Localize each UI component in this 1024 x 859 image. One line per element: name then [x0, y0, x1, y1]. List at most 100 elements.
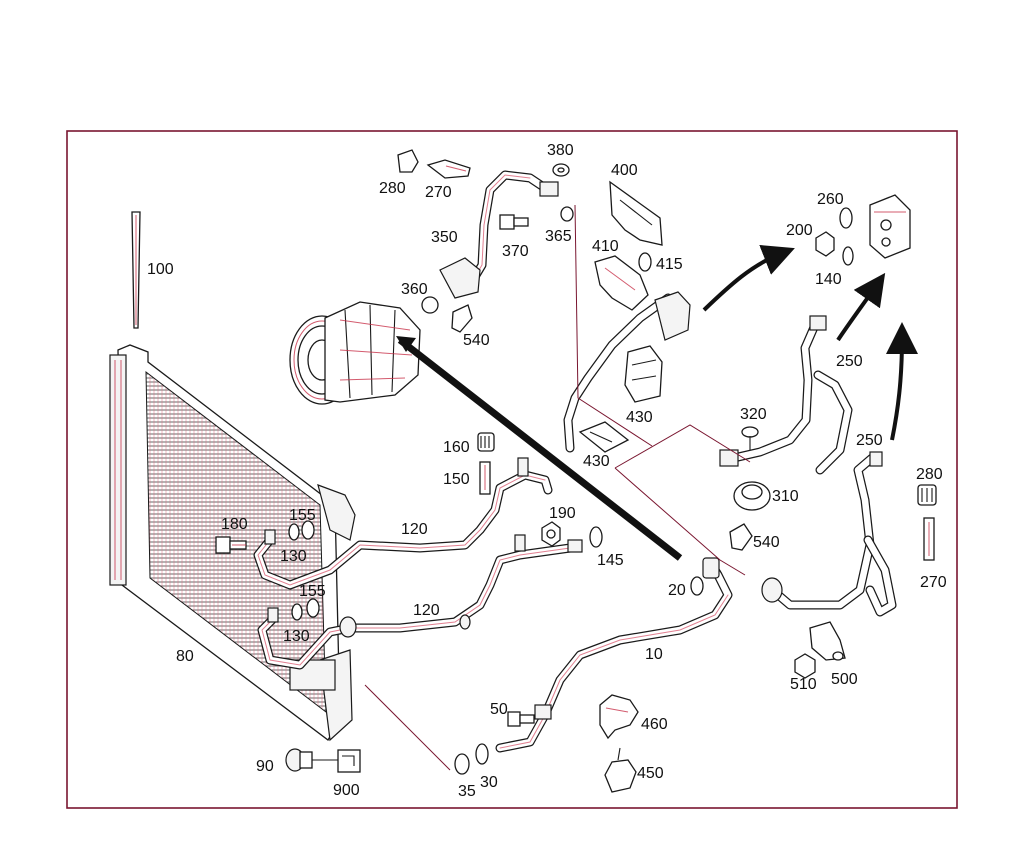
- part-280-cap-right[interactable]: [917, 484, 937, 506]
- part-450-clip[interactable]: [604, 747, 637, 793]
- part-90-fitting[interactable]: [285, 748, 340, 772]
- part-155-oring-upper[interactable]: [301, 520, 315, 540]
- label-10: 10: [645, 646, 663, 663]
- label-155-lower: 155: [299, 583, 326, 600]
- part-430-block-upper[interactable]: [624, 345, 663, 403]
- part-415-ring[interactable]: [638, 252, 652, 272]
- label-80: 80: [176, 648, 194, 665]
- label-365: 365: [545, 228, 572, 245]
- part-200-nut[interactable]: [815, 231, 835, 257]
- label-250-lower: 250: [856, 432, 883, 449]
- label-510: 510: [790, 676, 817, 693]
- part-line-pipe[interactable]: [563, 291, 691, 453]
- part-150-valve[interactable]: [479, 461, 491, 495]
- part-160-cap[interactable]: [477, 432, 495, 452]
- part-compressor[interactable]: [289, 301, 421, 405]
- part-190-nut[interactable]: [541, 521, 561, 547]
- label-250-upper: 250: [836, 353, 863, 370]
- direction-arrows: [396, 244, 918, 561]
- label-450: 450: [637, 765, 664, 782]
- label-35: 35: [458, 783, 476, 800]
- label-120-upper: 120: [401, 521, 428, 538]
- label-200: 200: [786, 222, 813, 239]
- label-90: 90: [256, 758, 274, 775]
- part-100-rod[interactable]: [131, 211, 141, 329]
- part-270-valve-right[interactable]: [923, 517, 935, 561]
- label-320: 320: [740, 406, 767, 423]
- label-410: 410: [592, 238, 619, 255]
- label-430-upper: 430: [626, 409, 653, 426]
- part-900-cap[interactable]: [337, 749, 361, 773]
- label-280-right: 280: [916, 466, 943, 483]
- part-380-washer[interactable]: [552, 163, 570, 177]
- part-320-screw[interactable]: [741, 426, 759, 450]
- part-expansion-valve[interactable]: [869, 194, 911, 259]
- label-130-upper: 130: [280, 548, 307, 565]
- part-410-bracket[interactable]: [594, 255, 649, 311]
- label-50: 50: [490, 701, 508, 718]
- label-380: 380: [547, 142, 574, 159]
- part-10-hose[interactable]: [495, 557, 733, 753]
- diagram-frame: [66, 130, 958, 809]
- label-155-upper: 155: [289, 507, 316, 524]
- label-310: 310: [772, 488, 799, 505]
- part-500-clamp[interactable]: [809, 621, 846, 661]
- label-280-top: 280: [379, 180, 406, 197]
- part-30-oring[interactable]: [475, 743, 489, 765]
- part-540-valve-top[interactable]: [451, 304, 473, 333]
- part-250-line-lower[interactable]: [761, 451, 897, 617]
- label-120-lower: 120: [413, 602, 440, 619]
- part-180-bolt[interactable]: [215, 536, 247, 554]
- label-370: 370: [502, 243, 529, 260]
- part-270-valve-top[interactable]: [426, 159, 471, 179]
- part-130-oring-lower[interactable]: [291, 603, 303, 621]
- label-20: 20: [668, 582, 686, 599]
- part-20-oring[interactable]: [690, 576, 704, 596]
- label-430-lower: 430: [583, 453, 610, 470]
- label-350: 350: [431, 229, 458, 246]
- part-155-oring-lower[interactable]: [306, 598, 320, 618]
- label-500: 500: [831, 671, 858, 688]
- part-120-line-lower[interactable]: [257, 534, 583, 670]
- label-360: 360: [401, 281, 428, 298]
- part-430-block-lower[interactable]: [578, 421, 630, 453]
- part-370-bolt[interactable]: [499, 214, 529, 230]
- part-130-oring-upper[interactable]: [288, 523, 300, 541]
- label-540-right: 540: [753, 534, 780, 551]
- label-190: 190: [549, 505, 576, 522]
- part-50-bolt[interactable]: [507, 711, 535, 727]
- label-400: 400: [611, 162, 638, 179]
- label-130-lower: 130: [283, 628, 310, 645]
- part-360-oring[interactable]: [421, 296, 439, 314]
- part-labels: 10 20 30 35 50 80 90 100 120 120 130 130…: [147, 142, 947, 800]
- label-270-top: 270: [425, 184, 452, 201]
- part-365-oring[interactable]: [560, 206, 574, 222]
- part-140-oring[interactable]: [842, 246, 854, 266]
- part-260-oring[interactable]: [839, 207, 853, 229]
- leader-lines: [364, 204, 751, 771]
- label-100: 100: [147, 261, 174, 278]
- label-540-top: 540: [463, 332, 490, 349]
- label-180: 180: [221, 516, 248, 533]
- part-145-oring[interactable]: [589, 526, 603, 548]
- label-415: 415: [656, 256, 683, 273]
- label-140: 140: [815, 271, 842, 288]
- part-510-nut[interactable]: [794, 653, 816, 679]
- part-120-line-upper[interactable]: [253, 457, 553, 590]
- part-400-bracket[interactable]: [609, 180, 663, 246]
- part-350-pipe[interactable]: [439, 170, 559, 299]
- label-150: 150: [443, 471, 470, 488]
- label-160: 160: [443, 439, 470, 456]
- part-460-clip[interactable]: [599, 694, 639, 740]
- part-250-line-upper[interactable]: [719, 315, 853, 475]
- label-30: 30: [480, 774, 498, 791]
- label-260: 260: [817, 191, 844, 208]
- part-310-grommet[interactable]: [733, 481, 771, 511]
- part-35-oring[interactable]: [454, 753, 470, 775]
- part-540-valve-right[interactable]: [729, 523, 753, 551]
- label-145: 145: [597, 552, 624, 569]
- label-270-right: 270: [920, 574, 947, 591]
- label-460: 460: [641, 716, 668, 733]
- part-280-cap-top[interactable]: [397, 149, 419, 173]
